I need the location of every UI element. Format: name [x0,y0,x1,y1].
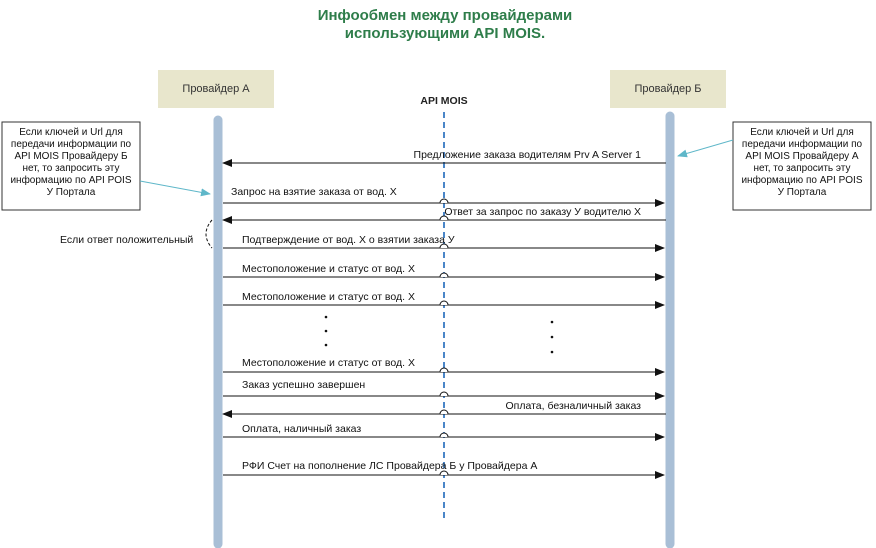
crossing-hop [439,391,449,397]
api-crossing-hops [439,198,449,476]
api-mois-label: API MOIS [420,95,467,107]
message-label: Оплата, безналичный заказ [505,400,641,412]
condition-bracket [205,219,213,249]
note-right-line: У Портала [778,187,827,198]
crossing-hop [439,367,449,373]
message-label: Заказ успешно завершен [242,379,365,391]
diagram-title-line1: Инфообмен между провайдерами [318,7,573,24]
note-right-line: API MOIS Провайдеру А [745,151,859,162]
note-right-link [677,139,734,158]
crossing-hop [439,300,449,306]
note-left [1,121,141,211]
note-right [732,121,872,211]
message-label: Подтверждение от вод. Х о взятии заказа … [242,234,455,246]
crossing-hop [439,432,449,438]
ellipsis-dots-icon [324,315,554,354]
crossing-hop [439,215,449,221]
note-right-line: Если ключей и Url для [750,127,854,138]
actor-box-provider-a [158,70,274,108]
crossing-hop [439,198,449,204]
condition-label: Если ответ положительный [60,234,193,246]
messages-layer: Предложение заказа водителям Prv A Serve… [222,149,666,479]
message-label: Местоположение и статус от вод. Х [242,263,415,275]
note-left-line: У Портала [47,187,96,198]
note-right-line: информацию по API POIS [741,174,862,186]
actor-box-provider-b [610,70,726,108]
crossing-hop [439,470,449,476]
crossing-hop [439,409,449,415]
note-left-line: Если ключей и Url для [19,127,123,138]
message-label: Оплата, наличный заказ [242,423,361,435]
note-left-line: нет, то запросить эту [22,163,119,174]
actor-label-provider-a: Провайдер А [182,83,250,95]
note-left-line: информацию по API POIS [10,174,131,186]
message-label: Предложение заказа водителям Prv A Serve… [414,149,642,161]
message-label: Местоположение и статус от вод. Х [242,291,415,303]
note-right-line: передачи информации по [742,138,863,150]
note-right-line: нет, то запросить эту [753,163,850,174]
message-label: Ответ за запрос по заказу У водителю Х [444,206,641,218]
note-left-link [139,180,211,197]
message-label: Местоположение и статус от вод. Х [242,357,415,369]
crossing-hop [439,272,449,278]
diagram-title-line2: использующими API MOIS. [345,25,545,42]
actor-label-provider-b: Провайдер Б [634,83,701,95]
message-label: РФИ Счет на пополнение ЛС Провайдера Б у… [242,460,537,472]
crossing-hop [439,243,449,249]
note-left-line: передачи информации по [11,138,132,150]
note-left-line: API MOIS Провайдеру Б [14,151,128,162]
message-label: Запрос на взятие заказа от вод. Х [231,186,397,198]
